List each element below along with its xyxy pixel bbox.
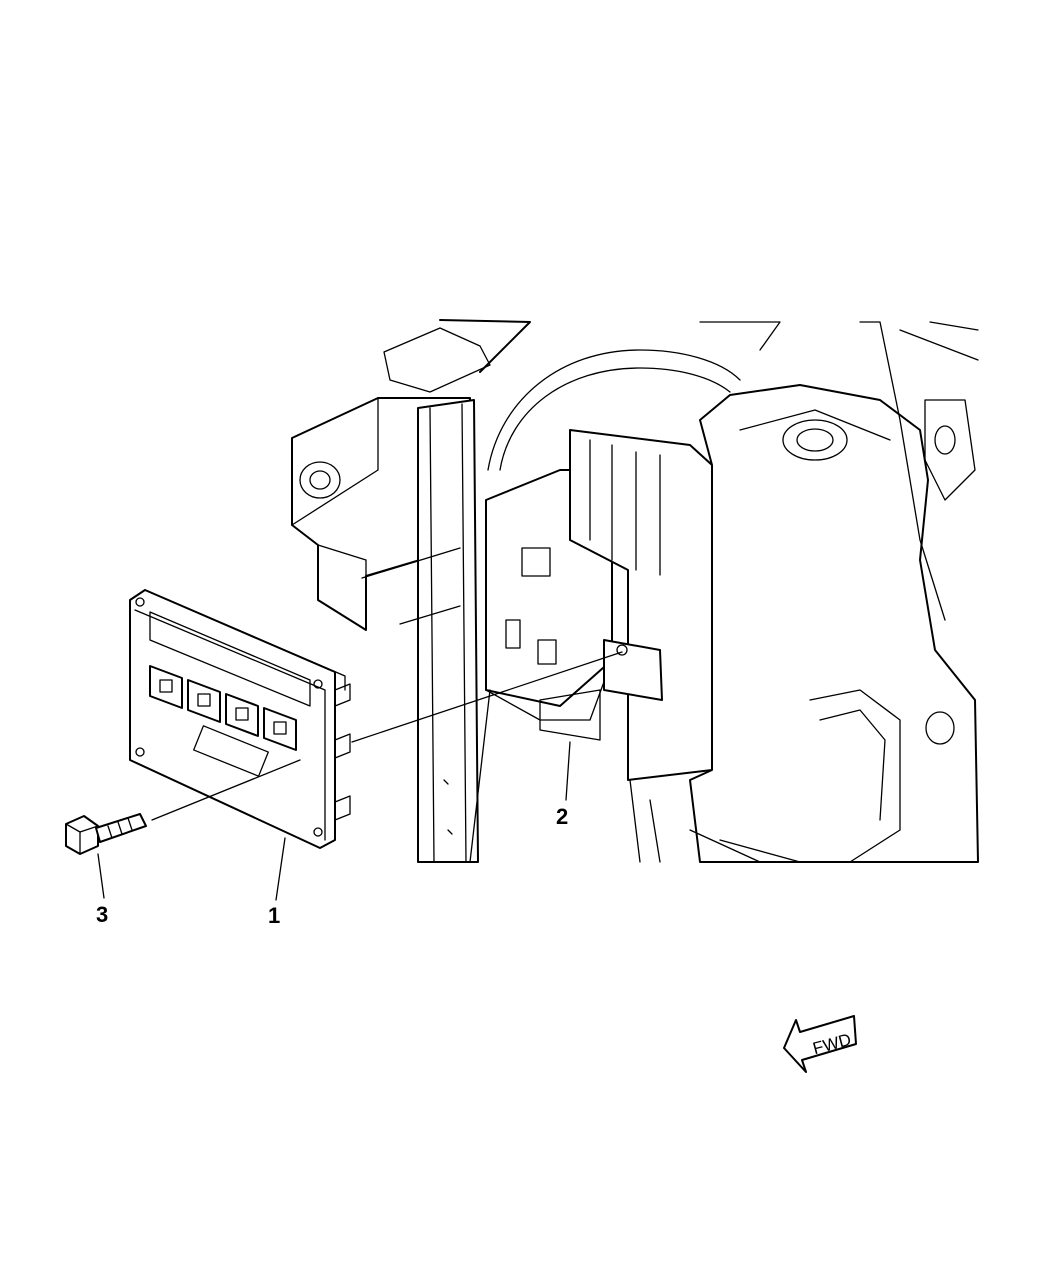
control-module [129, 589, 351, 849]
vehicle-structure [291, 319, 979, 863]
callout-2: 2 [556, 804, 569, 829]
callout-3: 3 [96, 902, 109, 927]
leader-lines [97, 741, 571, 901]
fwd-arrow-icon: FWD [783, 1015, 857, 1073]
connector-group [149, 665, 297, 751]
bolt [65, 813, 147, 855]
alignment-lines [151, 547, 623, 821]
callout-1: 1 [268, 903, 281, 928]
